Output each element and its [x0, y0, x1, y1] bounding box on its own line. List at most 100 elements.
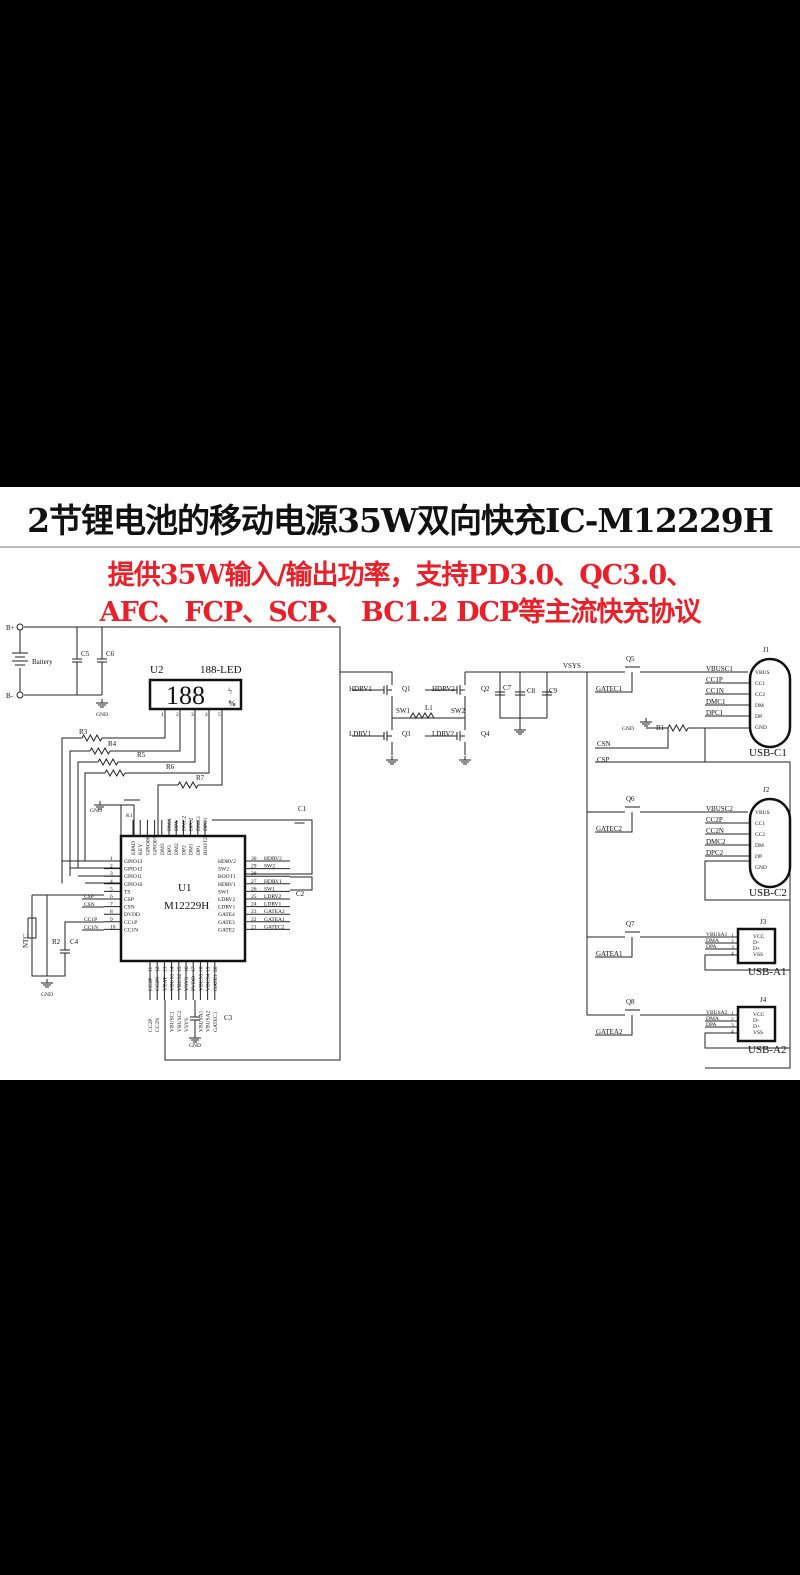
u1-bottom-pin: VBUS3: [198, 973, 204, 991]
u1-left-pin: GPIO11: [124, 874, 142, 880]
u2-display: [148, 678, 243, 711]
port-mosfet-label: Q5: [626, 655, 635, 663]
u1-left-net: CSP: [84, 894, 94, 900]
u1-left-pin: DVDD: [124, 912, 140, 918]
u1-pin-number: 14: [170, 966, 176, 972]
u1-pin-number: 7: [110, 902, 113, 908]
port-net: DMA: [706, 938, 719, 944]
c8-label: C8: [527, 687, 536, 695]
wire: [104, 804, 135, 836]
subtitle-line-2: AFC、FCP、SCP、 BC1.2 DCP等主流快充协议: [99, 597, 702, 628]
u1-right-pin: LDRV1: [218, 905, 236, 911]
wire: [77, 761, 98, 869]
wire: [290, 876, 313, 891]
c5-label: C5: [81, 650, 90, 658]
u1-bottom-net: VBUSC1: [170, 1011, 176, 1032]
usb-c-connector: [748, 657, 792, 749]
port-pin-number: 4: [731, 951, 734, 957]
u1-pin-number: 25: [251, 894, 257, 900]
port-net: CC2P: [706, 816, 723, 824]
wire: [640, 761, 791, 1069]
wire: [69, 750, 90, 876]
wire: [97, 757, 119, 767]
wire: [64, 921, 104, 950]
r7-label: R7: [196, 774, 205, 782]
u1-right-net: LDRV2: [264, 894, 282, 900]
u1-pin-number: 5: [110, 886, 113, 892]
port-pin: VBUS: [755, 810, 770, 816]
u1-right-pin: GATE2: [218, 927, 235, 933]
u1-bottom-pin: GATE1: [213, 974, 219, 991]
u1-right-pin: BOOT1: [218, 874, 236, 880]
u1-pin-number: 17: [191, 966, 197, 972]
u1-left-pin: GPIO13: [124, 859, 143, 865]
usb-c-connector: [748, 797, 792, 889]
wire: [177, 780, 199, 790]
port-pin: DP: [755, 854, 762, 860]
u1-right-net: HDRV1: [264, 879, 282, 885]
content-area: [0, 487, 800, 1080]
u1-left-pin: CSN: [124, 905, 135, 911]
u1-bottom-pin: VBUS2: [177, 973, 183, 991]
connector-name: USB-A1: [748, 966, 787, 978]
port-pin-number: 2: [731, 1017, 734, 1023]
u1-left-net: CC1P: [84, 917, 97, 923]
wire: [595, 812, 633, 833]
u1-top-net: DPC2: [189, 817, 195, 831]
port-net: DPC2: [706, 849, 724, 857]
port-pin: D-: [753, 940, 759, 946]
u1-top-pin: DP2: [181, 845, 187, 855]
u1-pin-number: 12: [155, 966, 161, 972]
u1-left-net: CC1N: [84, 925, 98, 931]
q2-label: Q2: [481, 685, 490, 693]
u1-right-pin: SW2: [218, 867, 229, 873]
lightning-icon: ϟ: [228, 686, 232, 696]
u1-pin-number: 1: [110, 856, 113, 862]
wire: [409, 712, 435, 719]
u1-bottom-pin: CC2P: [148, 978, 154, 991]
u1-right-net: GATEA2: [264, 909, 285, 915]
u1-left-pin: CSP: [124, 897, 134, 903]
u1-right-pin: GATE3: [218, 920, 235, 926]
u1-right-net: SW2: [264, 864, 275, 870]
wire: [110, 709, 181, 752]
connector-name: USB-C2: [749, 887, 787, 899]
port-pin: VCC: [753, 1012, 765, 1018]
u1-pin-number: 20: [213, 966, 219, 972]
connector-ref: J3: [760, 918, 767, 926]
u1-top-net: DPA: [174, 820, 180, 831]
port-pin: VBUS: [755, 670, 770, 676]
port-pin: CC2: [755, 692, 765, 698]
u1-top-pin: KEY: [138, 844, 144, 855]
port-mosfet-label: Q8: [626, 998, 635, 1006]
k1-label[interactable]: K1: [126, 813, 133, 819]
r2-label: R2: [52, 938, 61, 946]
u1-left-pin: GPIO12: [124, 867, 143, 873]
u2-digits: 188: [166, 681, 205, 710]
u1-top-net: DMA: [167, 818, 173, 831]
u1-pin-number: 30: [251, 856, 257, 862]
u2-pin-number: 2: [176, 712, 179, 718]
u1-bottom-net: VBUSC2: [177, 1011, 183, 1032]
u2-part: 188-LED: [200, 664, 242, 676]
divider: [0, 546, 800, 548]
u1-bottom-pin: VBUS1: [170, 973, 176, 991]
u1-top-pin: DP3: [167, 845, 173, 855]
gnd-label: GND: [96, 712, 108, 718]
u1-top-pin: DP1: [196, 845, 202, 855]
c2-label: C2: [296, 890, 305, 898]
u1-bottom-pin: CC2N: [155, 977, 161, 991]
port-pin: D+: [753, 946, 760, 952]
wire: [499, 672, 547, 719]
wire: [667, 723, 689, 733]
u1-pin-number: 3: [110, 871, 113, 877]
port-pin: VSS: [753, 1030, 763, 1036]
port-pin-number: 3: [731, 1023, 734, 1029]
page-title: 2节锂电池的移动电源35W双向快充IC-M12229H: [27, 501, 774, 540]
ldrv1-label: LDRV1: [349, 730, 371, 738]
u1-pin-number: 21: [251, 924, 257, 930]
u1-bottom-net: VBUSA1: [198, 1010, 204, 1032]
wire: [24, 626, 341, 1061]
wire: [27, 917, 37, 939]
